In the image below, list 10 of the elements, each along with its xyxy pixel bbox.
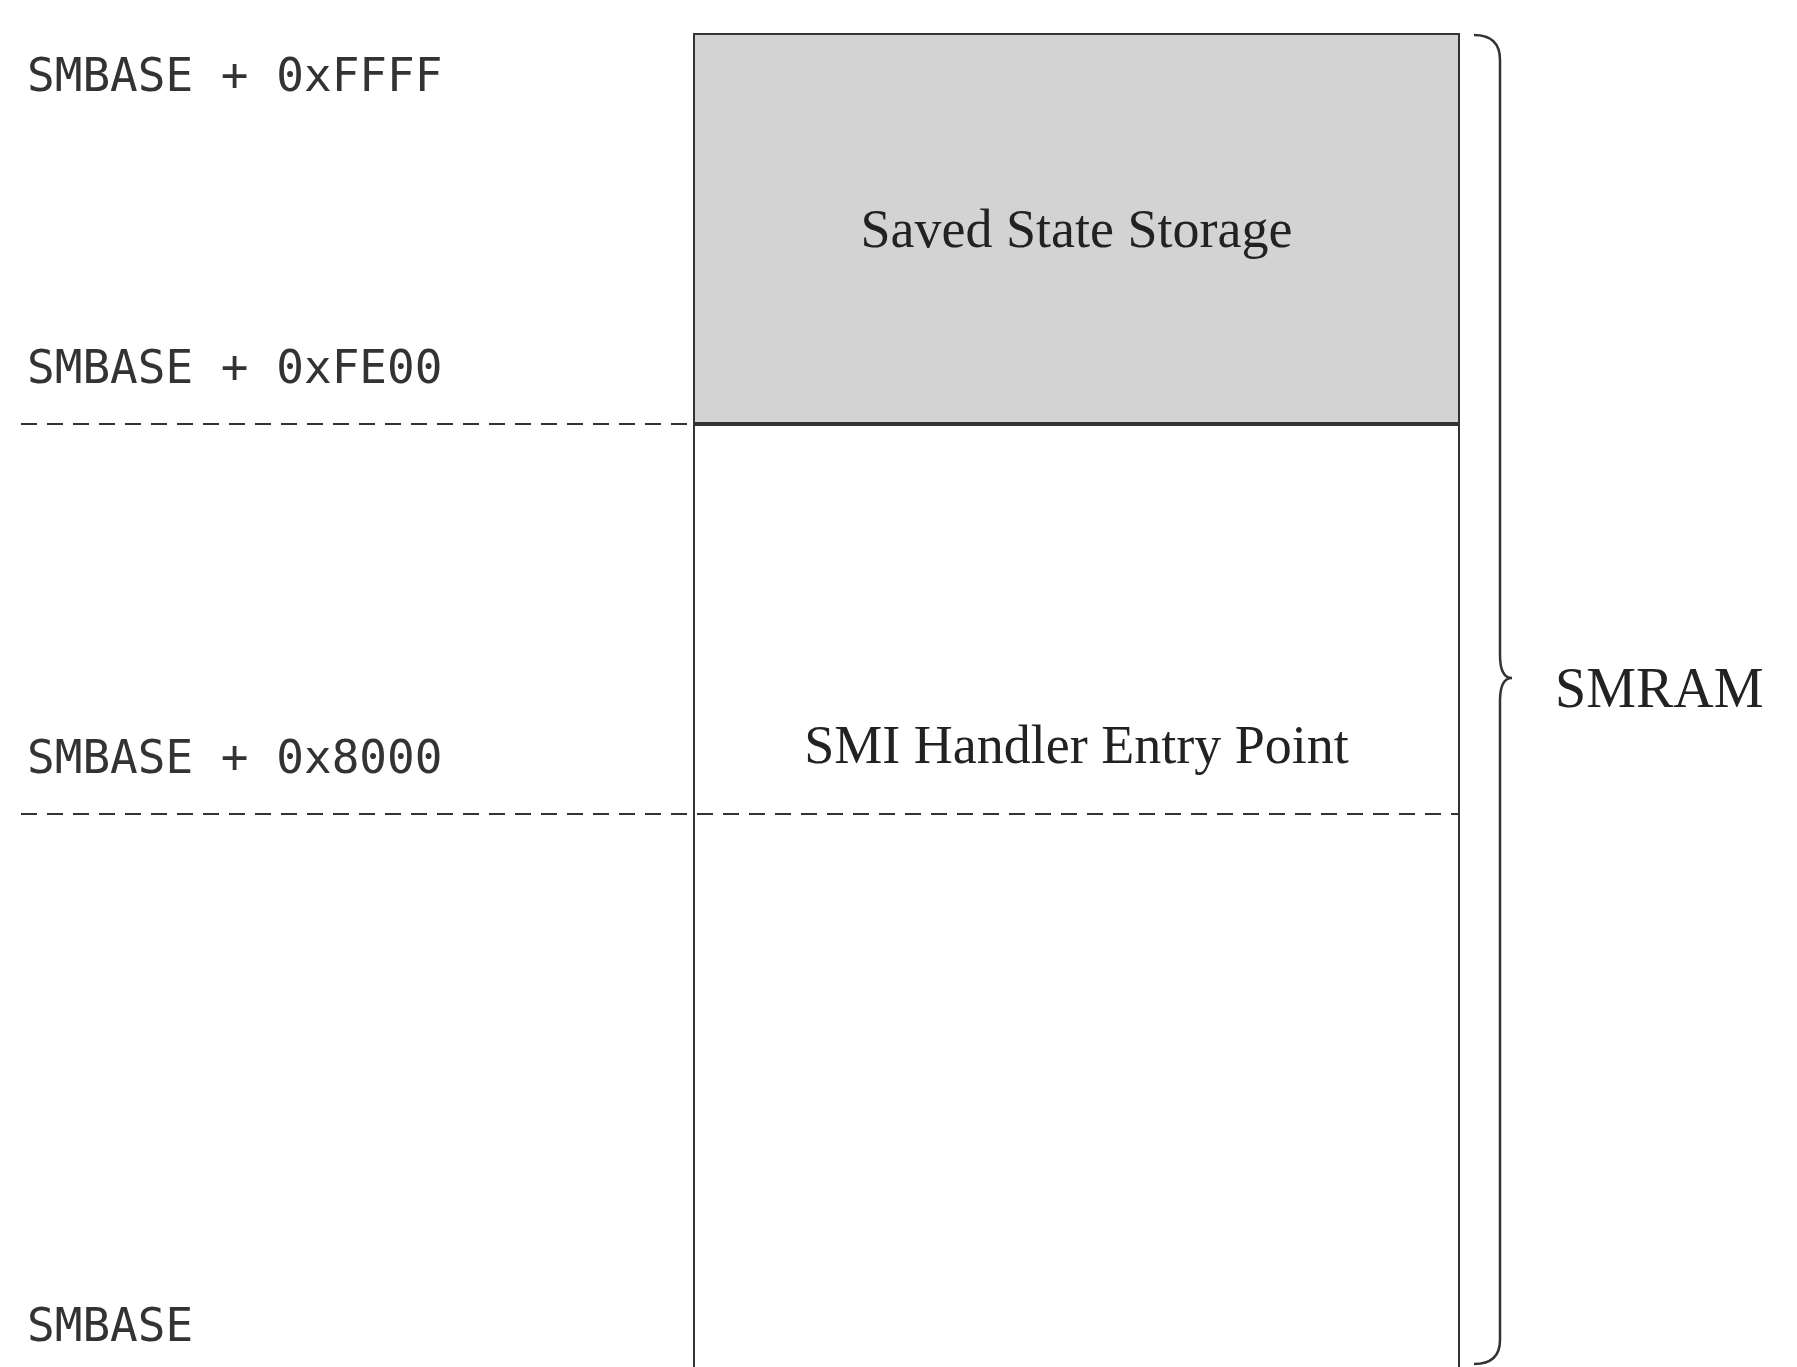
section-label: Saved State Storage xyxy=(860,197,1293,260)
memory-region xyxy=(693,33,1460,424)
memory-region xyxy=(693,814,1460,1367)
address-label: SMBASE xyxy=(27,1302,194,1348)
region-label: SMRAM xyxy=(1555,660,1764,716)
address-label: SMBASE + 0x8000 xyxy=(27,734,443,780)
address-label: SMBASE + 0xFE00 xyxy=(27,344,443,390)
section-label: SMI Handler Entry Point xyxy=(804,714,1349,776)
address-label: SMBASE + 0xFFFF xyxy=(27,52,443,98)
memory-region xyxy=(693,424,1460,814)
